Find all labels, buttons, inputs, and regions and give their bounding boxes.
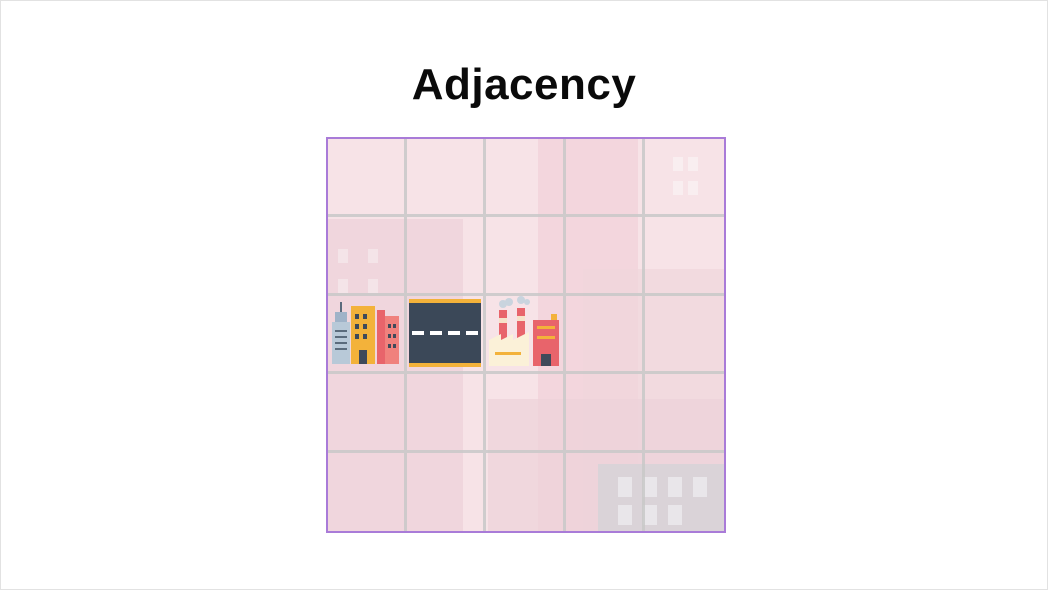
board-cell[interactable]: [644, 139, 724, 218]
board-cell-factory[interactable]: [486, 295, 566, 375]
board-cell[interactable]: [328, 139, 408, 218]
board-cell[interactable]: [645, 453, 724, 531]
board-cell[interactable]: [407, 217, 487, 296]
city-buildings-icon: [332, 302, 400, 365]
board-cell[interactable]: [407, 139, 487, 218]
board-cell[interactable]: [328, 217, 408, 296]
skyline-background: [328, 139, 724, 531]
board-cell[interactable]: [407, 452, 487, 531]
board-cell[interactable]: [565, 139, 645, 218]
board-cell-road[interactable]: [407, 295, 487, 375]
game-title: Adjacency: [411, 60, 637, 109]
board-cell[interactable]: [565, 295, 645, 375]
board-cell[interactable]: [644, 296, 724, 375]
game-board: [326, 137, 726, 533]
board-cell[interactable]: [486, 452, 566, 531]
board-cell[interactable]: [644, 217, 724, 296]
board-grid: [328, 139, 724, 531]
factory-icon: [489, 296, 560, 367]
board-cell[interactable]: [407, 374, 487, 453]
board-cell[interactable]: [644, 374, 724, 453]
board-cell[interactable]: [565, 374, 645, 453]
road-icon: [409, 299, 482, 368]
board-cell-city[interactable]: [328, 295, 408, 375]
board-cell[interactable]: [486, 217, 566, 296]
board-cell[interactable]: [486, 139, 566, 218]
board-cell[interactable]: [565, 217, 645, 296]
board-cell[interactable]: [328, 374, 408, 453]
board-cell[interactable]: [328, 452, 408, 531]
board-cell[interactable]: [486, 374, 566, 453]
board-cell[interactable]: [566, 452, 645, 531]
